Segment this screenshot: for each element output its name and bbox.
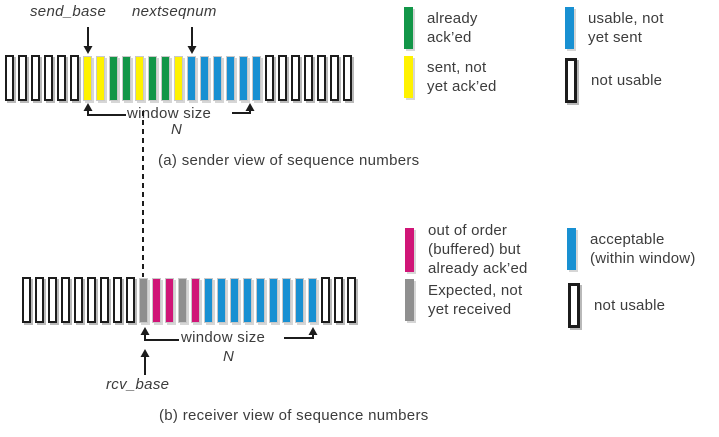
green-sequence-bar — [161, 56, 170, 101]
blue-sequence-bar — [308, 278, 317, 323]
yellow-sequence-bar — [96, 56, 105, 101]
sender-window-bracket-right — [232, 103, 255, 114]
white-sequence-bar — [22, 277, 31, 323]
gray-sequence-bar — [178, 278, 187, 323]
receiver-window-size-label: window size — [181, 329, 266, 346]
white-sequence-bar — [317, 55, 326, 101]
blue-sequence-bar — [256, 278, 265, 323]
legend-label: not usable — [594, 297, 666, 314]
receiver-window-bracket-left — [140, 327, 179, 341]
legend-item-sent-not-yet-acked: sent, not yet ack’ed — [404, 56, 497, 98]
rcv-base-arrow — [140, 349, 150, 375]
legend-item-expected-not-yet-received: Expected, not yet received — [405, 279, 522, 321]
green-sequence-bar — [122, 56, 131, 101]
blue-sequence-bar — [295, 278, 304, 323]
already-acked-swatch — [404, 7, 413, 49]
blue-sequence-bar — [217, 278, 226, 323]
white-sequence-bar — [44, 55, 53, 101]
white-sequence-bar — [5, 55, 14, 101]
yellow-sequence-bar — [135, 56, 144, 101]
blue-sequence-bar — [243, 278, 252, 323]
receiver-window-n-label: N — [223, 348, 235, 365]
sent-not-yet-acked-swatch — [404, 56, 413, 98]
sender-window-n-label: N — [171, 121, 183, 138]
legend-item-acceptable-within-window: acceptable (within window) — [567, 228, 696, 270]
blue-sequence-bar — [252, 56, 261, 101]
blue-sequence-bar — [200, 56, 209, 101]
send-base-arrow — [83, 27, 93, 54]
sender-window-bracket-left — [83, 103, 126, 116]
blue-sequence-bar — [213, 56, 222, 101]
white-sequence-bar — [278, 55, 287, 101]
legend-label: usable, not yet sent — [588, 10, 664, 46]
white-sequence-bar — [48, 277, 57, 323]
sender-window-size-label: window size — [127, 105, 212, 122]
usable-not-yet-sent-swatch — [565, 7, 574, 49]
white-sequence-bar — [74, 277, 83, 323]
white-sequence-bar — [321, 277, 330, 323]
white-sequence-bar — [57, 55, 66, 101]
yellow-sequence-bar — [174, 56, 183, 101]
legend-item-not-usable-receiver: not usable — [568, 283, 665, 328]
send-base-label: send_base — [30, 3, 107, 20]
blue-sequence-bar — [230, 278, 239, 323]
not-usable-swatch — [568, 283, 580, 328]
white-sequence-bar — [291, 55, 300, 101]
white-sequence-bar — [35, 277, 44, 323]
green-sequence-bar — [109, 56, 118, 101]
legend-item-out-of-order-buffered: out of order (buffered) but already ack’… — [405, 221, 528, 278]
white-sequence-bar — [61, 277, 70, 323]
white-sequence-bar — [330, 55, 339, 101]
nextseqnum-arrow — [187, 27, 197, 54]
rcv-base-label: rcv_base — [106, 376, 170, 393]
expected-swatch — [405, 279, 414, 321]
white-sequence-bar — [126, 277, 135, 323]
blue-sequence-bar — [282, 278, 291, 323]
not-usable-swatch — [565, 58, 577, 103]
white-sequence-bar — [343, 55, 352, 101]
legend-label: Expected, not yet received — [428, 282, 523, 318]
receiver-sequence-bars — [22, 277, 356, 323]
blue-sequence-bar — [269, 278, 278, 323]
white-sequence-bar — [113, 277, 122, 323]
magenta-sequence-bar — [165, 278, 174, 323]
legend-item-usable-not-yet-sent: usable, not yet sent — [565, 7, 664, 49]
legend-item-not-usable-sender: not usable — [565, 58, 662, 103]
blue-sequence-bar — [187, 56, 196, 101]
white-sequence-bar — [347, 277, 356, 323]
magenta-sequence-bar — [152, 278, 161, 323]
blue-sequence-bar — [204, 278, 213, 323]
green-sequence-bar — [148, 56, 157, 101]
legend-label: not usable — [591, 72, 663, 89]
white-sequence-bar — [100, 277, 109, 323]
sender-caption: (a) sender view of sequence numbers — [158, 152, 420, 169]
white-sequence-bar — [18, 55, 27, 101]
legend-label: acceptable (within window) — [590, 231, 696, 267]
white-sequence-bar — [265, 55, 274, 101]
out-of-order-swatch — [405, 227, 414, 272]
white-sequence-bar — [304, 55, 313, 101]
legend-label: already ack’ed — [427, 10, 478, 46]
white-sequence-bar — [70, 55, 79, 101]
legend-item-already-acked: already ack’ed — [404, 7, 478, 49]
legend-label: out of order (buffered) but already ack’… — [428, 222, 528, 277]
gray-sequence-bar — [139, 278, 148, 323]
receiver-caption: (b) receiver view of sequence numbers — [159, 407, 429, 424]
receiver-window-bracket-right — [284, 327, 318, 339]
blue-sequence-bar — [239, 56, 248, 101]
white-sequence-bar — [334, 277, 343, 323]
legend-label: sent, not yet ack’ed — [427, 59, 497, 95]
white-sequence-bar — [87, 277, 96, 323]
magenta-sequence-bar — [191, 278, 200, 323]
nextseqnum-label: nextseqnum — [132, 3, 217, 20]
white-sequence-bar — [31, 55, 40, 101]
acceptable-swatch — [567, 228, 576, 270]
sender-sequence-bars — [5, 55, 352, 101]
blue-sequence-bar — [226, 56, 235, 101]
yellow-sequence-bar — [83, 56, 92, 101]
